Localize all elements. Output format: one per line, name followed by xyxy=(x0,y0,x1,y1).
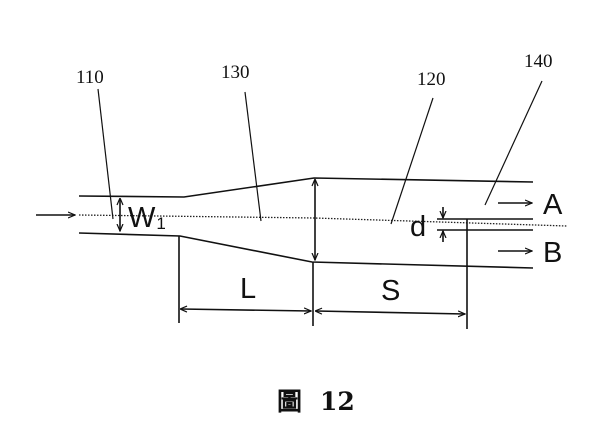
l-label: L xyxy=(240,273,256,305)
figure-caption-number: 12 xyxy=(320,387,355,416)
leader-110 xyxy=(98,89,113,219)
d-label: d xyxy=(410,211,426,243)
ref-label-110: 110 xyxy=(76,67,104,88)
output-a-label: A xyxy=(543,189,563,221)
waveguide-top-wall xyxy=(79,178,533,197)
w1-label: W1 xyxy=(128,202,166,234)
ref-label-130: 130 xyxy=(221,62,250,83)
leader-140 xyxy=(485,81,542,205)
output-b-label: B xyxy=(543,237,562,269)
ref-label-120: 120 xyxy=(417,69,446,90)
waveguide-bottom-wall xyxy=(79,233,533,268)
ref-label-140: 140 xyxy=(524,51,553,72)
figure-caption-char: 圖 xyxy=(277,387,302,416)
leader-130 xyxy=(245,92,261,221)
s-label: S xyxy=(381,275,400,307)
leader-120 xyxy=(391,98,433,224)
s-dimension-line xyxy=(316,311,465,314)
l-dimension-line xyxy=(181,309,311,311)
